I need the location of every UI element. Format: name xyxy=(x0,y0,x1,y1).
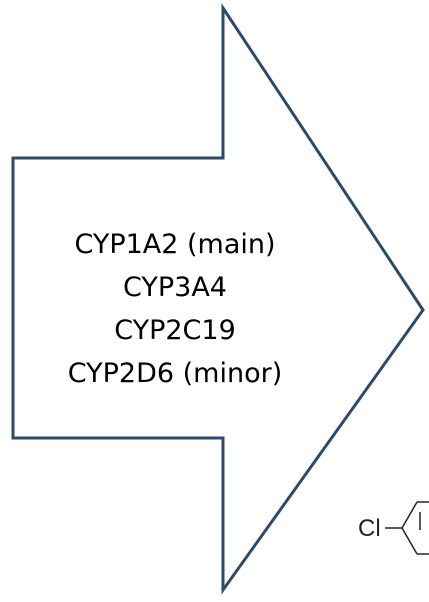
ring-bond-3 xyxy=(401,527,418,555)
ring-bond-1 xyxy=(401,501,418,529)
metabolism-arrow xyxy=(11,3,425,595)
enzyme-line-1: CYP1A2 (main) xyxy=(74,229,275,260)
chlorine-atom-label: Cl xyxy=(358,515,381,542)
enzyme-line-4: CYP2D6 (minor) xyxy=(68,358,282,389)
enzyme-line-3: CYP2C19 xyxy=(114,315,236,346)
enzyme-line-2: CYP3A4 xyxy=(123,272,227,303)
chemical-structure-fragment: Cl xyxy=(358,501,429,555)
